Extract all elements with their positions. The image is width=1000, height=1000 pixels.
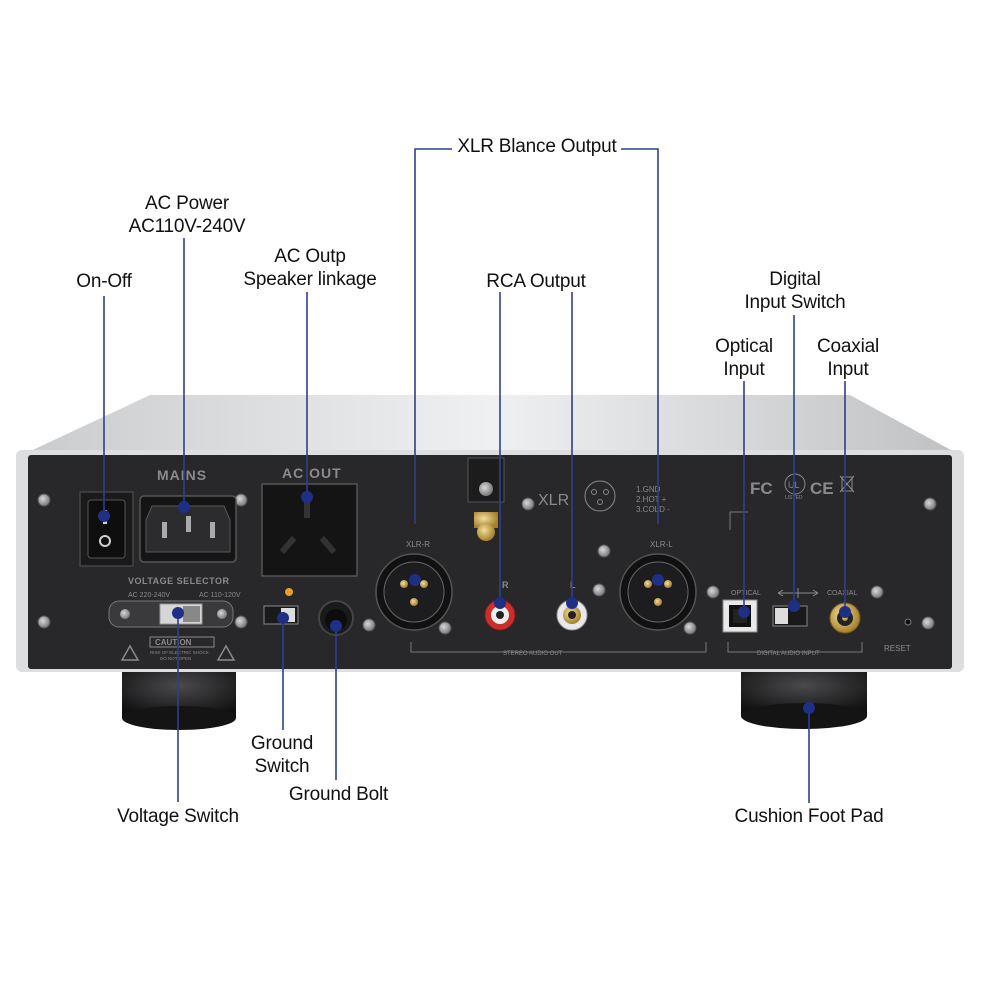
callout-coaxial-input: Coaxial Input bbox=[817, 336, 879, 380]
callout-ground-switch: Ground Switch bbox=[250, 733, 314, 777]
pin2-label: 2.HOT + bbox=[636, 495, 667, 504]
fc-mark: FC bbox=[750, 479, 773, 498]
xlr-pin-diagram bbox=[584, 480, 616, 512]
digital-input-bracket bbox=[727, 642, 863, 653]
stereo-out-label: STEREO AUDIO OUT bbox=[503, 651, 563, 657]
on-off-rocker[interactable] bbox=[87, 499, 126, 559]
callout-optical-input: Optical Input bbox=[715, 336, 773, 380]
pin1-label: 1.GND bbox=[636, 485, 661, 494]
optical-label: OPTICAL bbox=[731, 590, 761, 597]
stereo-out-bracket bbox=[410, 642, 707, 653]
digital-input-label: DIGITAL AUDIO INPUT bbox=[757, 651, 820, 657]
callout-lines bbox=[103, 148, 846, 803]
voltage-230-label: 230V bbox=[184, 613, 198, 619]
foot-right bbox=[741, 672, 867, 729]
caution-line2: DO NOT OPEN bbox=[160, 656, 191, 661]
voltage-plate-screw-left bbox=[120, 609, 130, 619]
xlr-left-connector[interactable] bbox=[619, 553, 697, 631]
callout-voltage-switch: Voltage Switch bbox=[117, 806, 239, 827]
iec-power-socket[interactable] bbox=[139, 495, 237, 563]
caution-label-area: CAUTION RISK OF ELECTRIC SHOCK DO NOT OP… bbox=[120, 636, 236, 661]
ce-mark: CE bbox=[810, 479, 834, 498]
callout-ac-power: AC Power AC110V-240V bbox=[128, 193, 246, 237]
ac-110-label: AC 110-120V bbox=[199, 592, 241, 599]
rca-r-label: R bbox=[502, 580, 509, 590]
voltage-plate-screw-right bbox=[217, 609, 227, 619]
xlr-label: XLR bbox=[538, 492, 569, 509]
rca-l-label: L bbox=[570, 580, 576, 590]
weee-mark bbox=[839, 475, 855, 493]
chassis-top bbox=[22, 395, 960, 455]
callout-rca-output: RCA Output bbox=[486, 271, 586, 292]
coaxial-label: COAXIAL bbox=[827, 590, 857, 597]
foot-left bbox=[122, 672, 236, 730]
optical-input-port[interactable] bbox=[722, 599, 758, 633]
caution-line1: RISK OF ELECTRIC SHOCK bbox=[150, 650, 209, 655]
indicator-led bbox=[285, 588, 293, 596]
digital-corner-bracket bbox=[729, 511, 748, 530]
xlr-right-connector[interactable] bbox=[375, 553, 453, 631]
panel-screws bbox=[37, 493, 937, 635]
ul-mark bbox=[784, 473, 806, 495]
ac-out-label: AC OUT bbox=[282, 465, 342, 481]
callout-dots bbox=[98, 491, 851, 714]
rca-left-jack[interactable] bbox=[556, 599, 588, 631]
pin3-label: 3.COLD - bbox=[636, 505, 670, 514]
back-panel bbox=[28, 455, 952, 669]
xlr-r-label: XLR-R bbox=[406, 540, 430, 549]
ac-220-label: AC 220-240V bbox=[128, 592, 170, 599]
callout-xlr-output: XLR Blance Output bbox=[457, 136, 617, 157]
callout-on-off: On-Off bbox=[76, 271, 132, 292]
reset-label: RESET bbox=[884, 644, 911, 653]
xlr-l-label: XLR-L bbox=[650, 540, 673, 549]
callout-cushion-foot: Cushion Foot Pad bbox=[734, 806, 884, 827]
callout-ac-outp: AC Outp Speaker linkage bbox=[243, 246, 377, 290]
digital-switch-arrows bbox=[777, 588, 819, 598]
callout-digital-switch: Digital Input Switch bbox=[744, 269, 846, 313]
callout-ground-bolt: Ground Bolt bbox=[288, 784, 389, 805]
mains-label: MAINS bbox=[157, 467, 207, 483]
voltage-selector-label: VOLTAGE SELECTOR bbox=[128, 576, 230, 586]
coax-top-connector bbox=[467, 457, 505, 541]
reset-button[interactable] bbox=[904, 618, 912, 626]
caution-label: CAUTION bbox=[155, 638, 192, 647]
